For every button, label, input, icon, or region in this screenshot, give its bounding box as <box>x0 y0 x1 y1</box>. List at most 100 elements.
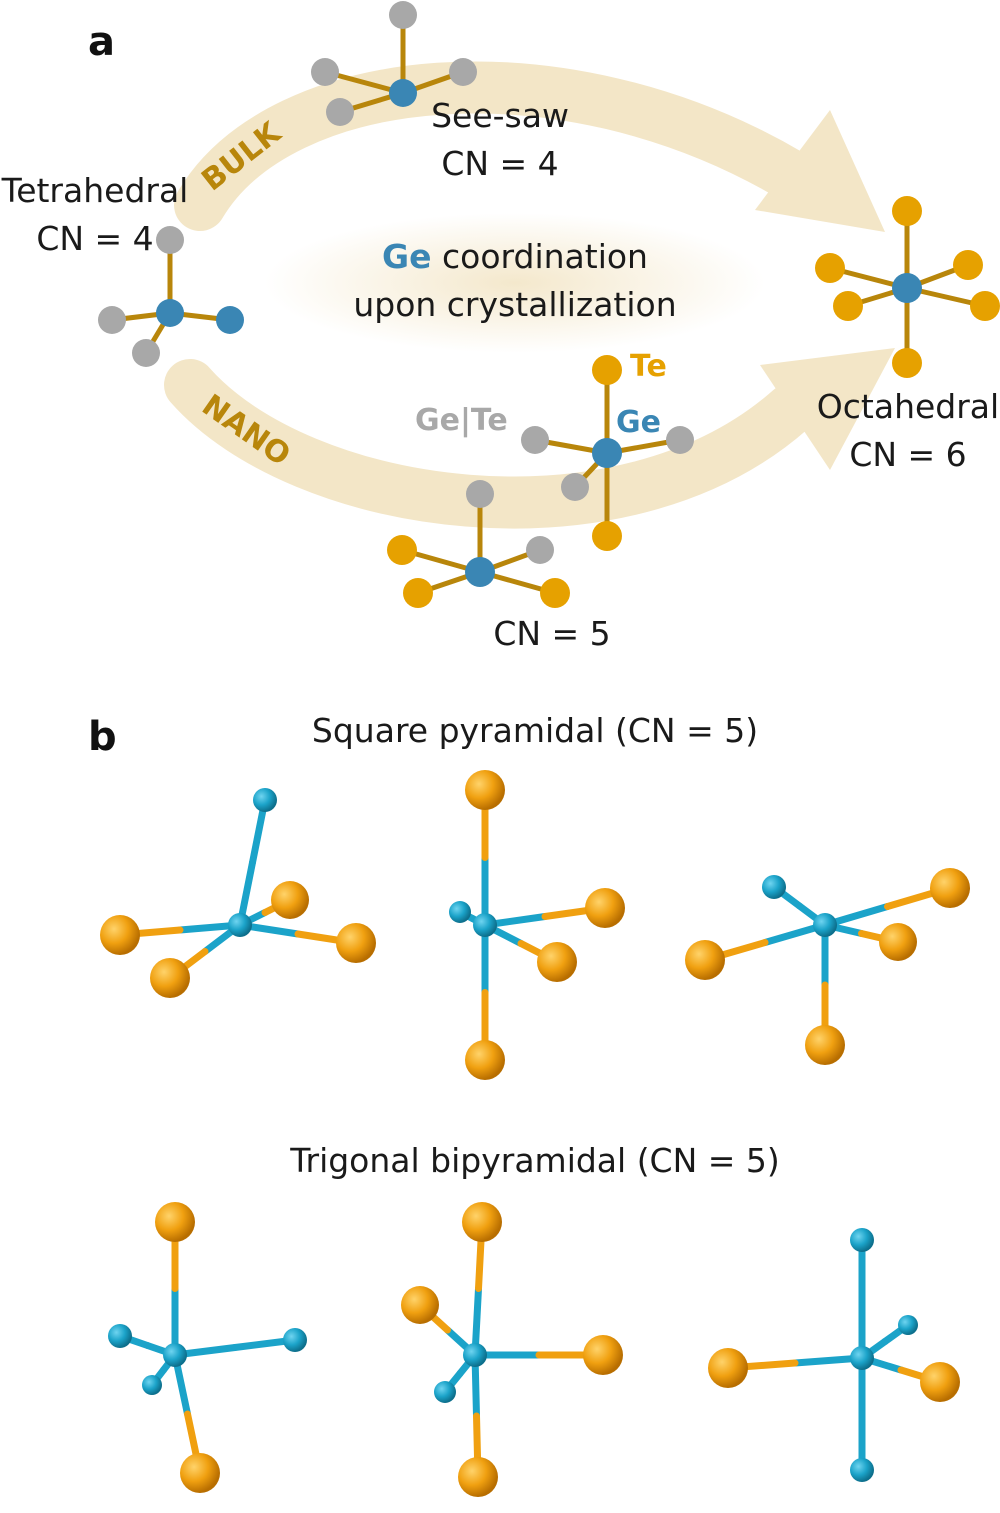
gete-atom <box>98 306 126 334</box>
te-atom <box>805 1025 845 1065</box>
gete-atom <box>526 536 554 564</box>
panel-a: a BULK NANO Tetrahedral CN = 4 <box>1 1 1000 653</box>
ge-atom <box>253 788 277 812</box>
nano-arrow <box>164 348 895 529</box>
gete-legend-label: Ge|Te <box>415 403 508 438</box>
ge-atom <box>434 1381 456 1403</box>
gete-atom <box>466 480 494 508</box>
te-atom <box>540 578 570 608</box>
te-atom <box>708 1348 748 1388</box>
panel-b-label: b <box>88 714 117 760</box>
octahedral-molecule <box>815 196 1000 378</box>
ge-center-atom <box>473 913 497 937</box>
ge-atom <box>142 1375 162 1395</box>
gete-atom <box>666 426 694 454</box>
ge-center-atom <box>463 1343 487 1367</box>
square-pyramidal-model-3 <box>685 868 970 1065</box>
ge-center-atom <box>813 913 837 937</box>
te-atom <box>815 253 845 283</box>
te-atom <box>336 923 376 963</box>
te-legend-label: Te <box>630 349 667 384</box>
te-atom <box>970 291 1000 321</box>
trigonal-bipyramidal-model-2 <box>401 1202 623 1497</box>
bulk-arrow-head <box>755 110 885 232</box>
te-atom <box>465 1040 505 1080</box>
te-atom <box>833 291 863 321</box>
gete-atom <box>132 339 160 367</box>
octahedral-cn: CN = 6 <box>849 435 966 474</box>
ge-atom <box>850 1458 874 1482</box>
nano-arrow-body <box>164 359 816 529</box>
seesaw-cn: CN = 4 <box>441 144 558 183</box>
ge-center-atom <box>892 273 922 303</box>
panel-b: b Square pyramidal (CN = 5) Trigonal bip… <box>88 711 970 1497</box>
gete-atom <box>311 58 339 86</box>
ge-atom <box>850 1228 874 1252</box>
cn5-label: CN = 5 <box>493 614 610 653</box>
ge-center-atom <box>389 79 417 107</box>
square-pyramidal-model-2 <box>449 770 625 1080</box>
bulk-arrow-body <box>174 61 816 231</box>
gete-atom <box>326 98 354 126</box>
ge-center-atom <box>163 1343 187 1367</box>
tetrahedral-molecule <box>98 226 244 367</box>
te-atom <box>537 942 577 982</box>
trigonal-bipyramidal-title: Trigonal bipyramidal (CN = 5) <box>289 1141 780 1180</box>
te-atom <box>150 958 190 998</box>
te-atom <box>465 770 505 810</box>
gete-atom <box>449 58 477 86</box>
center-line1-rest: coordination <box>432 237 648 276</box>
ge-atom <box>449 901 471 923</box>
te-atom <box>879 923 917 961</box>
tetrahedral-name: Tetrahedral <box>1 171 189 210</box>
ge-atom <box>108 1324 132 1348</box>
te-atom <box>100 915 140 955</box>
te-atom <box>892 348 922 378</box>
octahedral-name: Octahedral <box>817 387 999 426</box>
te-atom <box>930 868 970 908</box>
center-text-line1: Ge coordination <box>382 237 648 276</box>
te-atom <box>592 355 622 385</box>
te-atom <box>953 250 983 280</box>
gete-atom <box>156 226 184 254</box>
te-atom <box>583 1335 623 1375</box>
ge-center-atom <box>465 557 495 587</box>
ge-center-atom <box>850 1346 874 1370</box>
ge-legend-label: Ge <box>616 405 661 440</box>
te-atom <box>401 1286 439 1324</box>
te-atom <box>458 1457 498 1497</box>
te-atom <box>685 940 725 980</box>
te-atom <box>403 578 433 608</box>
ge-atom <box>216 306 244 334</box>
te-atom <box>155 1202 195 1242</box>
te-atom <box>585 888 625 928</box>
te-atom <box>592 521 622 551</box>
gete-atom <box>561 473 589 501</box>
center-ge-word: Ge <box>382 237 431 276</box>
center-glow <box>265 213 765 353</box>
ge-center-atom <box>592 438 622 468</box>
center-text-line2: upon crystallization <box>353 285 676 324</box>
bottom-cn5-molecule <box>387 480 570 608</box>
tetrahedral-cn: CN = 4 <box>36 219 153 258</box>
ge-atom <box>898 1315 918 1335</box>
nano-arrow-head <box>760 348 895 470</box>
gete-atom <box>521 426 549 454</box>
ball-and-stick-models <box>100 770 970 1497</box>
te-atom <box>920 1362 960 1402</box>
seesaw-name: See-saw <box>431 96 569 135</box>
ge-atom <box>762 875 786 899</box>
trigonal-bipyramidal-model-3 <box>708 1228 960 1482</box>
labeled-cn5-molecule <box>521 355 694 551</box>
te-atom <box>271 881 309 919</box>
square-pyramidal-model-1 <box>100 788 376 998</box>
seesaw-molecule <box>311 1 477 126</box>
te-atom <box>892 196 922 226</box>
bulk-arrow <box>174 61 885 232</box>
trigonal-bipyramidal-model-1 <box>108 1202 307 1493</box>
ge-atom <box>283 1328 307 1352</box>
te-atom <box>180 1453 220 1493</box>
ge-center-atom <box>156 299 184 327</box>
panel-a-label: a <box>88 19 115 65</box>
